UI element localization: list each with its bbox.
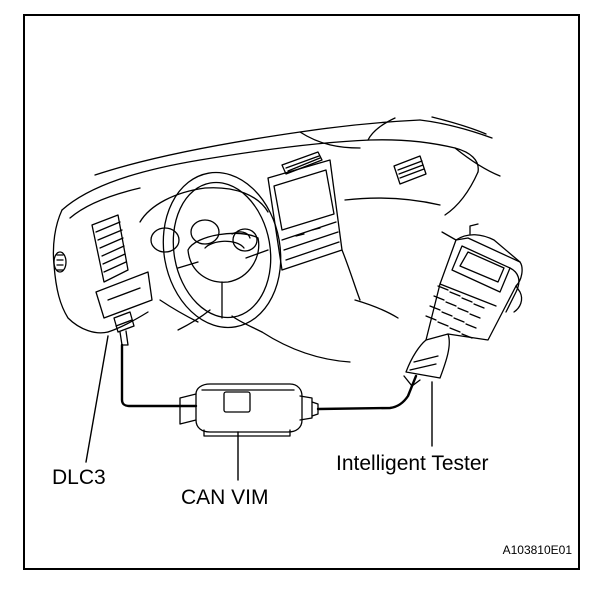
figure-id: A103810E01 [502, 543, 572, 557]
dlc3-connector-icon [113, 311, 198, 408]
intelligent-tester-device-icon [403, 223, 523, 387]
can-vim-module-icon [179, 374, 418, 437]
intelligent-tester-label: Intelligent Tester [336, 452, 489, 475]
callout-leaders [85, 335, 433, 481]
diagram-frame [23, 14, 580, 570]
windshield-outline [94, 116, 493, 176]
can-vim-label: CAN VIM [181, 486, 269, 509]
dlc3-label: DLC3 [52, 466, 106, 489]
car-dashboard-illustration [52, 117, 501, 363]
steering-wheel-icon [162, 171, 282, 329]
dlc3-leader-line [85, 335, 109, 463]
